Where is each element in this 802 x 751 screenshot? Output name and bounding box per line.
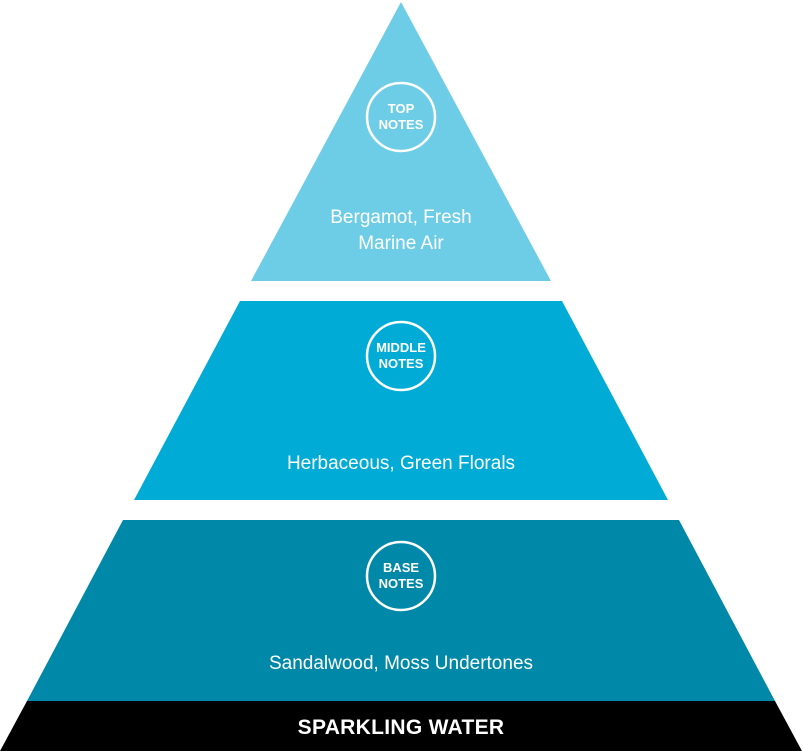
tier-top: TOP NOTES Bergamot, Fresh Marine Air <box>251 2 551 281</box>
tier-base-description-line-1: Sandalwood, Moss Undertones <box>269 653 533 674</box>
tier-middle-badge-ring <box>365 320 437 392</box>
tier-top-description-line-2: Marine Air <box>358 233 444 254</box>
tier-top-shape <box>251 2 551 281</box>
tier-top-badge-line-1: TOP <box>388 101 415 116</box>
tier-base-badge-ring <box>365 540 437 612</box>
tier-top-badge-line-2: NOTES <box>379 117 424 132</box>
tier-middle-badge-line-2: NOTES <box>379 356 424 371</box>
tier-base-badge-line-1: BASE <box>383 560 419 575</box>
tier-middle: MIDDLE NOTES Herbaceous, Green Florals <box>134 301 668 500</box>
tier-base-badge: BASE NOTES <box>365 540 437 612</box>
tier-top-badge-ring <box>365 81 437 153</box>
footer-bar-shape <box>0 701 802 751</box>
tier-top-description-line-1: Bergamot, Fresh <box>330 207 472 228</box>
tier-middle-description-line-1: Herbaceous, Green Florals <box>287 453 515 474</box>
tier-middle-shape <box>134 301 668 500</box>
tier-base: BASE NOTES Sandalwood, Moss Undertones <box>27 520 775 701</box>
footer-bar: SPARKLING WATER <box>0 701 802 751</box>
footer-label: SPARKLING WATER <box>298 716 505 739</box>
tier-base-badge-line-2: NOTES <box>379 576 424 591</box>
tier-top-badge: TOP NOTES <box>365 81 437 153</box>
tier-middle-badge: MIDDLE NOTES <box>365 320 437 392</box>
tier-middle-badge-line-1: MIDDLE <box>376 340 426 355</box>
